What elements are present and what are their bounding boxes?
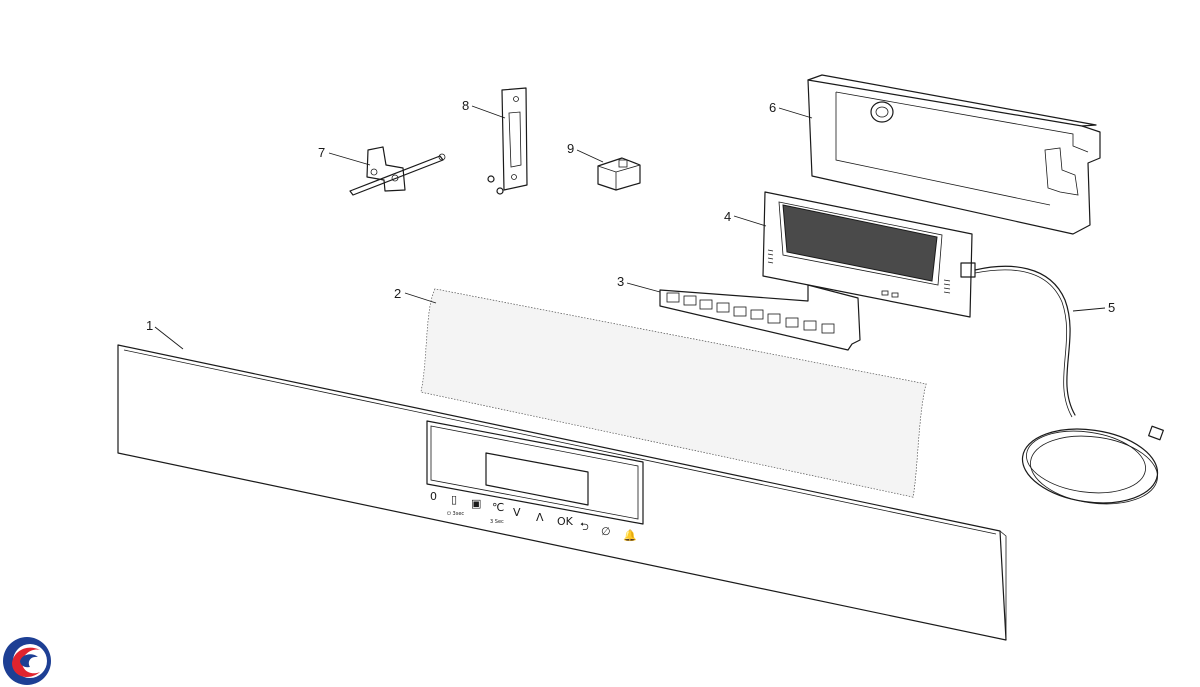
callout-5: 5	[1108, 300, 1115, 315]
part-5-cable-harness	[960, 262, 1164, 505]
callout-leaders	[154, 105, 1106, 350]
panel-sublabel-1: ⏻ 3sec	[447, 511, 464, 517]
panel-button-9: ∅	[601, 525, 611, 538]
panel-button-4: ℃	[492, 501, 504, 514]
part-2-film-strip	[420, 288, 927, 498]
part-3-keypad-board	[659, 284, 861, 351]
callout-8: 8	[462, 98, 469, 113]
panel-button-1: 0	[430, 490, 437, 503]
callout-7: 7	[318, 145, 325, 160]
part-9-connector-block	[597, 157, 641, 191]
part-4-display-pcb	[762, 191, 973, 318]
panel-button-6: Λ	[536, 511, 544, 524]
part-7-bracket-rod	[349, 146, 446, 196]
panel-button-7: OK	[557, 515, 574, 528]
panel-button-5: V	[513, 506, 521, 519]
callout-6: 6	[769, 100, 776, 115]
panel-button-8: ⮌	[580, 520, 589, 533]
panel-button-3: ▣	[471, 497, 481, 510]
brand-logo-icon	[3, 637, 51, 685]
callout-4: 4	[724, 209, 731, 224]
panel-sublabel-2: 3 Sec	[490, 519, 504, 525]
part-6-housing-cover	[807, 74, 1101, 235]
part-8-upright-bracket	[487, 87, 528, 195]
panel-button-10: 🔔	[623, 529, 637, 542]
panel-button-2: ▯	[451, 493, 457, 506]
callout-9: 9	[567, 141, 574, 156]
callout-3: 3	[617, 274, 624, 289]
callout-2: 2	[394, 286, 401, 301]
callout-1: 1	[146, 318, 153, 333]
part-1-control-panel: 0 ▯ ▣ ℃ V Λ OK ⮌ ∅ 🔔 ⏻ 3sec 3 Sec	[117, 344, 1007, 641]
